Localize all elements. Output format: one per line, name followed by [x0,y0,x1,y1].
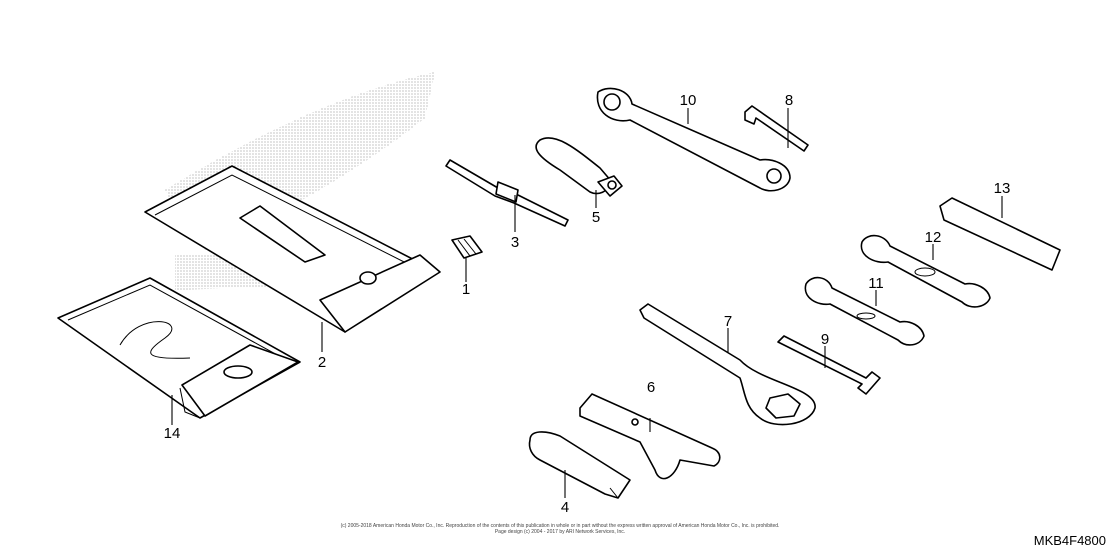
tool-roll[interactable] [144,165,441,333]
box-wrench[interactable] [596,87,791,192]
callout-4: 4 [561,499,569,516]
large-hex-key[interactable] [777,335,881,395]
screwdriver-bit[interactable] [445,159,569,227]
callout-1: 1 [462,281,470,298]
callout-3: 3 [511,234,519,251]
screwdriver-handle[interactable] [535,137,623,197]
pin-spanner[interactable] [579,393,721,480]
copyright-line-2: Page design (c) 2004 - 2017 by ARI Netwo… [494,529,626,535]
callout-10: 10 [680,92,697,109]
callout-14: 14 [164,425,181,442]
hex-spanner[interactable] [639,303,816,426]
callout-2: 2 [318,354,326,371]
callout-6: 6 [647,379,655,396]
callout-7: 7 [724,313,732,330]
callout-5: 5 [592,209,600,226]
callouts: 1 2 3 4 5 6 7 8 9 10 11 12 13 14 [164,92,1011,516]
leader-lines [171,108,1003,498]
callout-12: 12 [925,229,942,246]
grip-sleeve[interactable] [939,197,1061,271]
flat-tool[interactable] [528,431,631,499]
callout-8: 8 [785,92,793,109]
tool-bag[interactable] [57,277,301,419]
callout-11: 11 [868,275,884,292]
copyright-notice: (c) 2005-2018 American Honda Motor Co., … [300,523,820,535]
callout-9: 9 [821,331,829,348]
copyright-line-1: (c) 2005-2018 American Honda Motor Co., … [340,523,780,529]
open-end-wrench-small[interactable] [804,276,925,346]
diagram-code: MKB4F4800 [1033,533,1106,548]
small-hex-key[interactable] [744,105,809,152]
fuse-clip[interactable] [451,235,483,259]
callout-13: 13 [994,180,1011,197]
open-end-wrench-large[interactable] [860,234,991,308]
